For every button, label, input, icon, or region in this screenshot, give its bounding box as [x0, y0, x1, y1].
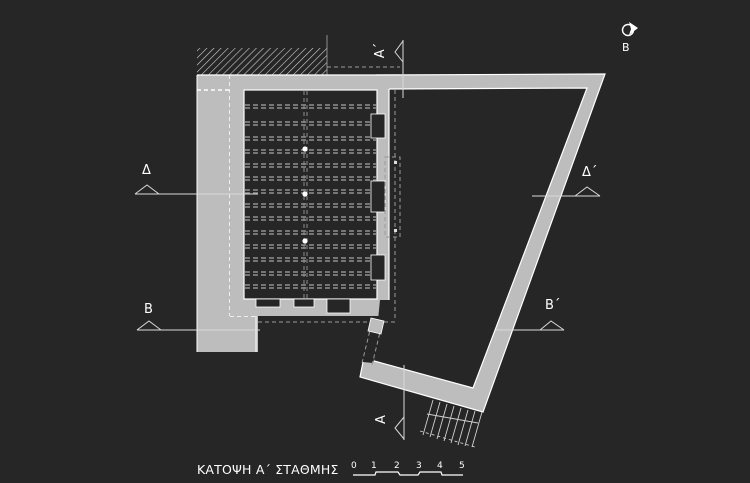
column-markers — [302, 146, 308, 244]
section-label-d-prime: Δ΄ — [582, 165, 598, 180]
scale-tick-2: 2 — [394, 461, 400, 471]
section-lines — [134, 40, 601, 440]
hatched-adjacent-structure — [197, 35, 400, 75]
exterior-stairs — [419, 399, 483, 448]
scale-tick-4: 4 — [437, 461, 443, 471]
right-room-walls — [359, 73, 606, 413]
section-label-a: Α — [373, 415, 389, 424]
drawing-title: ΚΑΤΟΨΗ Α΄ ΣΤΑΘΜΗΣ — [197, 462, 339, 477]
scale-tick-1: 1 — [371, 461, 377, 471]
section-label-d: Δ — [142, 163, 151, 178]
north-label: Β — [622, 41, 630, 54]
scale-tick-3: 3 — [416, 461, 422, 471]
north-arrow-icon — [621, 22, 638, 37]
timber-floor-room — [243, 89, 386, 314]
section-label-a-prime: Α΄ — [373, 42, 389, 59]
scale-bar-graphic — [353, 471, 463, 476]
section-label-b-prime: Β΄ — [545, 298, 561, 313]
section-label-b: Β — [144, 302, 153, 317]
scale-tick-0: 0 — [351, 461, 357, 471]
scale-tick-5: 5 — [459, 461, 465, 471]
